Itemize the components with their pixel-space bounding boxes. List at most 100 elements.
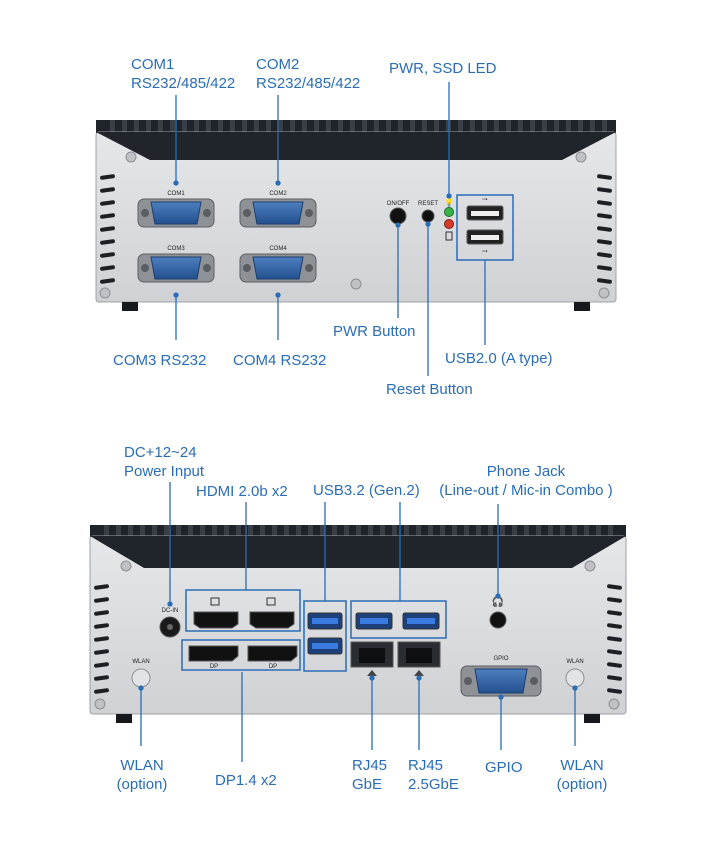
bottom-leader-lines	[138, 482, 578, 762]
heatsink-fin	[368, 525, 373, 537]
screw-icon	[350, 278, 362, 290]
heatsink-fin	[548, 525, 553, 537]
bulb-icon: 💡	[444, 197, 454, 207]
dc-in-jack[interactable]: DC-IN	[159, 608, 181, 638]
usb32-port-4[interactable]	[402, 612, 440, 630]
callout-hdmi: HDMI 2.0b x2	[196, 483, 288, 500]
heatsink-fin	[266, 120, 271, 132]
heatsink-fin	[554, 120, 559, 132]
heatsink-fin	[338, 120, 343, 132]
callout-rj45-gbe-line2: GbE	[352, 776, 383, 793]
vent-slot	[597, 187, 612, 193]
usb32-port-1[interactable]	[307, 612, 343, 630]
vent-slot	[597, 174, 612, 180]
heatsink-fin	[458, 120, 463, 132]
heatsink-fin	[182, 120, 187, 132]
heatsink-fin	[176, 525, 181, 537]
heatsink-fin	[470, 120, 475, 132]
com3-port[interactable]: COM3	[137, 246, 215, 283]
bottom-vents-left	[94, 584, 109, 694]
heatsink-fin	[206, 120, 211, 132]
heatsink-fin	[278, 120, 283, 132]
top-vents-left	[100, 174, 115, 284]
screw-icon	[99, 287, 111, 299]
callout-dc-in-line2: Power Input	[124, 463, 205, 480]
heatsink-fin	[236, 525, 241, 537]
heatsink-fin	[284, 525, 289, 537]
wlan-antenna-left[interactable]: WLAN	[131, 659, 151, 688]
gpio-silk: GPIO	[493, 656, 508, 662]
callout-gpio: GPIO	[485, 759, 523, 776]
heatsink-fin	[428, 525, 433, 537]
usb32-port-2[interactable]	[307, 637, 343, 655]
heatsink-fin	[242, 120, 247, 132]
top-chassis	[95, 120, 617, 311]
wlan-antenna-right[interactable]: WLAN	[565, 659, 585, 688]
callout-phone-jack: Phone Jack (Line-out / Mic-in Combo )	[426, 462, 626, 500]
heatsink-fin	[332, 525, 337, 537]
com3-silk: COM3	[167, 246, 185, 252]
heatsink-fin	[542, 120, 547, 132]
wlan-left-silk: WLAN	[132, 659, 149, 665]
heatsink-fin	[560, 525, 565, 537]
rj45-gbe-port[interactable]	[350, 641, 394, 676]
callout-com1-name: COM1	[131, 56, 175, 73]
callout-wlan-right-line1: WLAN	[560, 757, 604, 774]
hdmi-port-1[interactable]	[193, 597, 239, 629]
status-leds: 💡	[444, 197, 454, 241]
pwr-led-icon	[444, 207, 454, 217]
vent-slot	[607, 662, 622, 668]
top-vents-right	[597, 174, 612, 284]
com1-port[interactable]: COM1	[137, 191, 215, 228]
usb20-port-lower[interactable]	[466, 229, 504, 245]
heatsink-fin	[512, 525, 517, 537]
vent-slot	[597, 265, 612, 271]
rj45-25gbe-port[interactable]	[397, 641, 441, 676]
hdmi-highlight-box	[185, 589, 301, 632]
hdmi-port-2[interactable]	[249, 597, 295, 629]
heatsink-fin	[218, 120, 223, 132]
vent-slot	[100, 213, 115, 219]
callout-com1: COM1 RS232/485/422	[131, 55, 235, 93]
callout-wlan-right: WLAN (option)	[546, 756, 618, 794]
callout-wlan-right-line2: (option)	[556, 776, 608, 793]
vent-slot	[94, 662, 109, 668]
vent-slot	[94, 636, 109, 642]
heatsink-fin	[524, 525, 529, 537]
heatsink-fin	[404, 525, 409, 537]
reset-button[interactable]: RESET	[418, 201, 438, 223]
heatsink-fin	[506, 120, 511, 132]
dp-port-1[interactable]: DP	[188, 645, 239, 670]
heatsink-fin	[410, 120, 415, 132]
top-leader-lines	[173, 82, 486, 376]
dp-port-2[interactable]: DP	[247, 645, 298, 670]
heatsink-fin	[464, 525, 469, 537]
foot	[122, 302, 138, 311]
callout-rj45-25gbe-line1: RJ45	[408, 757, 444, 774]
usb20-port-upper[interactable]	[466, 205, 504, 221]
network-icon	[367, 670, 377, 676]
heatsink-fin	[374, 120, 379, 132]
callout-phone-jack-line1: Phone Jack	[486, 463, 566, 480]
vent-slot	[94, 649, 109, 655]
heatsink-fin	[224, 525, 229, 537]
callout-dc-in: DC+12~24 Power Input	[124, 443, 204, 481]
heatsink-fin	[356, 525, 361, 537]
heatsink-fin	[158, 120, 163, 132]
com2-port[interactable]: COM2	[239, 191, 317, 228]
com4-port[interactable]: COM4	[239, 246, 317, 283]
heatsink-fin	[110, 120, 115, 132]
heatsink-fin	[482, 120, 487, 132]
heatsink-fin	[596, 525, 601, 537]
heatsink-fin	[518, 120, 523, 132]
vent-slot	[94, 623, 109, 629]
heatsink-fin	[230, 120, 235, 132]
heatsink-fin	[602, 120, 607, 132]
callout-pwr-ssd-led: PWR, SSD LED	[389, 60, 497, 77]
phone-jack[interactable]: 🎧	[489, 595, 507, 629]
heatsink-fin	[116, 525, 121, 537]
heatsink-fin	[302, 120, 307, 132]
callout-dc-in-line1: DC+12~24	[124, 444, 197, 461]
usb32-port-3[interactable]	[355, 612, 393, 630]
